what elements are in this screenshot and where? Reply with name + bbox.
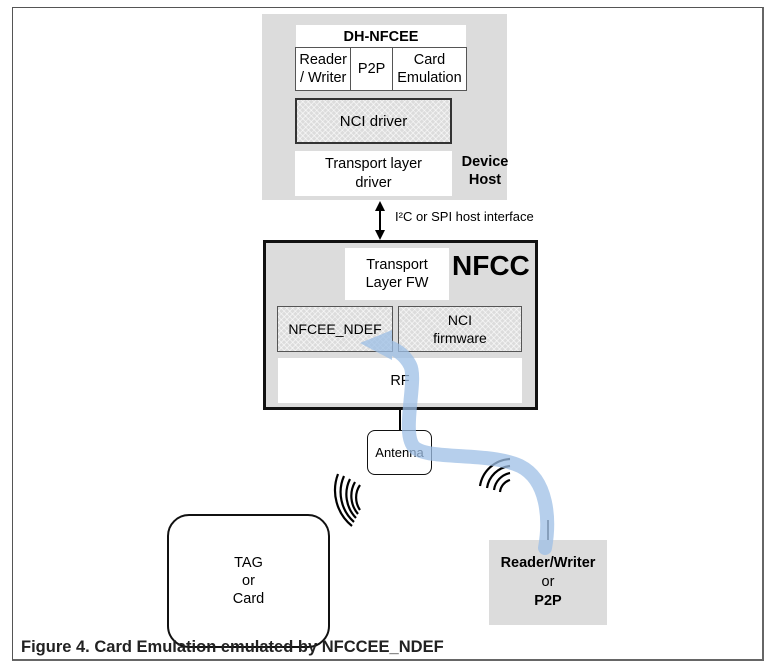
mode-reader-writer-label: Reader / Writer [299,52,347,86]
figure-frame [12,7,764,661]
device-host-label-line1: Device [461,154,509,170]
nci-firmware-line1: NCI [447,312,473,328]
dh-nfcee-title: DH-NFCEE [296,25,466,49]
transport-layer-driver-label: Transport layer driver [325,155,422,191]
mode-reader-writer: Reader / Writer [296,48,352,90]
antenna-block: Antenna [367,430,432,475]
tag-line3: Card [232,591,265,607]
figure-caption: Figure 4. Card Emulation emulated by NFC… [21,638,444,656]
device-host-label-line2: Host [468,172,502,188]
tag-line2: or [242,573,255,589]
mode-p2p: P2P [351,48,393,90]
rf-block: RF [278,358,522,403]
transport-layer-fw-line2: Layer FW [365,275,429,291]
nfcc-title: NFCC [452,250,530,281]
dh-nfcee-modes: Reader / Writer P2P Card Emulation [295,47,467,91]
tag-card-block: TAG or Card [167,514,330,648]
transport-layer-driver-block: Transport layer driver [295,151,452,196]
nci-firmware-block: NCI firmware [398,306,522,352]
reader-writer-line1: Reader/Writer [500,555,596,571]
mode-card-emulation-label: Card Emulation [397,52,462,86]
reader-writer-line2: or [541,574,555,590]
mode-p2p-label: P2P [357,61,386,77]
reader-writer-block: Reader/Writer or P2P [489,540,607,625]
nci-firmware-line2: firmware [433,330,487,346]
transport-layer-fw-line1: Transport [366,257,428,273]
device-host-label: Device Host [455,153,515,189]
nci-driver-block: NCI driver [295,98,452,144]
nfcee-ndef-block: NFCEE_NDEF [277,306,393,352]
mode-card-emulation: Card Emulation [393,48,466,90]
tag-line1: TAG [234,555,263,571]
reader-writer-line3: P2P [534,593,562,609]
host-interface-label: I²C or SPI host interface [395,209,534,224]
transport-layer-fw-block: Transport Layer FW [345,248,449,300]
